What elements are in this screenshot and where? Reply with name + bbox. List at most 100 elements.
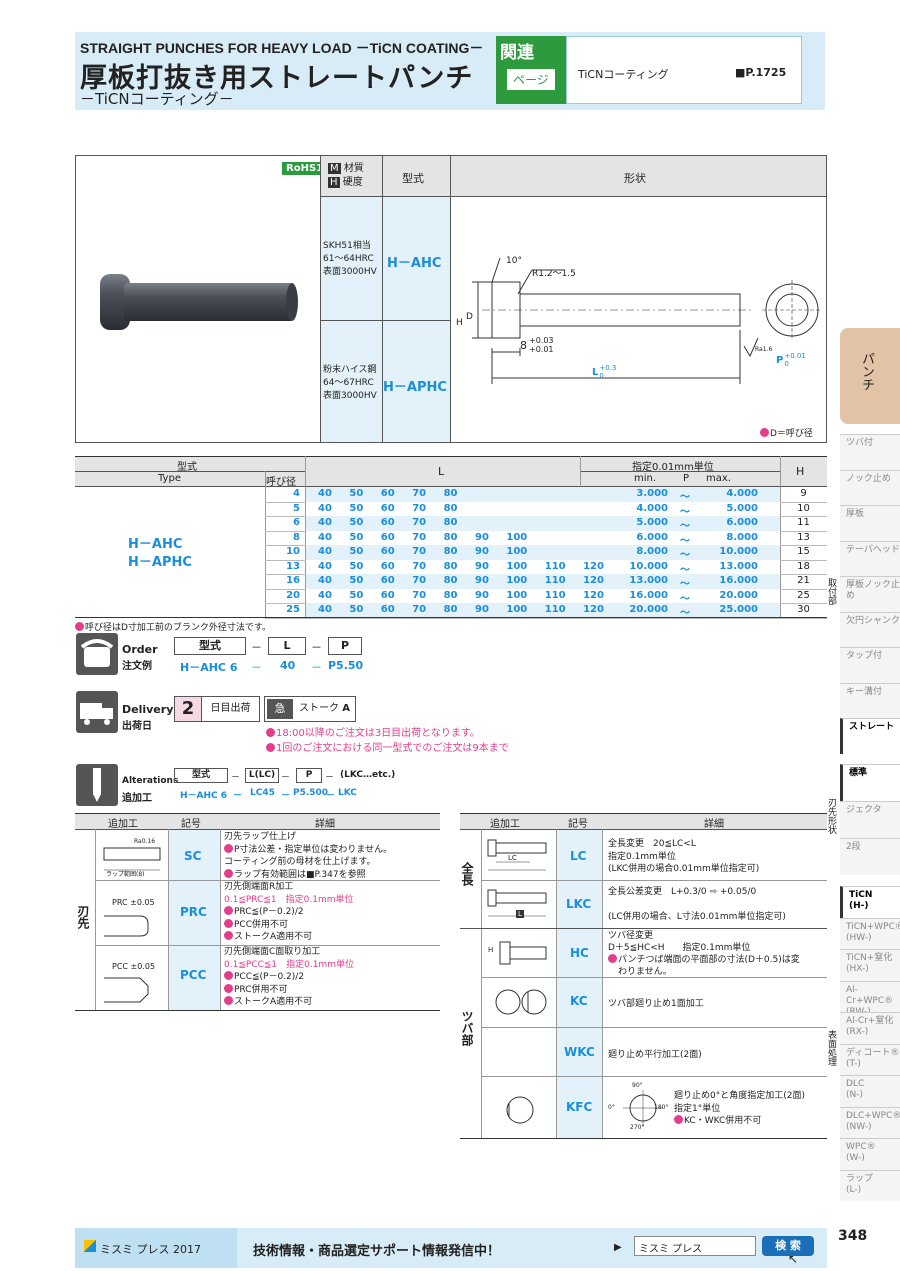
note-icon [75,622,84,631]
row-nominal: 6 [293,517,300,528]
row-h: 30 [797,604,810,615]
alt-left-code-bg [168,830,220,1010]
table-row [306,559,780,574]
h-line [481,880,827,881]
side-tab[interactable]: TiCN (H-) [840,886,900,918]
row-max: 13.000 [719,560,758,572]
kfc-180: 180° [654,1104,669,1111]
row-l-values: 40 50 60 70 80 90 100 [318,546,528,557]
side-tab[interactable]: ラップ (L-) [840,1169,900,1201]
th-min: min. [634,473,657,484]
table-row [306,574,780,589]
note-icon [224,906,233,915]
side-tab[interactable]: ストレート [840,718,900,754]
footer-search-input[interactable]: ミスミ プレス [634,1236,756,1256]
alt-code-kc[interactable]: KC [570,994,588,1008]
spec-note: D＝呼び径 [760,426,813,439]
side-tab[interactable]: テーパヘッド [840,540,900,576]
alt-code-pcc[interactable]: PCC [180,968,207,982]
side-main-label: パンチ [859,352,874,391]
alt-detail-wkc: 廻り止め平行加工(2面) [608,1050,702,1060]
order-dash4: － [311,661,322,674]
row-max: 16.000 [719,575,758,586]
alt-left-header-bg [75,813,440,829]
play-icon: ▶ [614,1242,622,1253]
alt-code-wkc[interactable]: WKC [564,1045,595,1059]
alt-code-prc[interactable]: PRC [180,905,207,919]
row-min: 10.000 [629,560,668,572]
table-row [306,530,780,545]
side-tab[interactable]: Al-Cr+WPC® (RW-) [840,980,900,1017]
v-line [450,156,451,442]
prc-fig-label: PRC ±0.05 [112,898,155,907]
h-line [460,928,827,929]
spec-row-1-type[interactable]: H－AHC [387,256,442,271]
alter-c1: 型式 [174,768,228,783]
row-max: 6.000 [726,517,758,528]
alt-code-hc[interactable]: HC [570,946,589,960]
h-line [481,1027,827,1028]
row-l-values: 40 50 60 70 80 [318,488,458,499]
side-tab[interactable]: WPC® (W-) [840,1138,900,1170]
alt-right-h1: 追加工 [490,819,520,830]
side-tab[interactable]: ディコート® (T-) [840,1043,900,1075]
alt-code-lkc[interactable]: LKC [566,897,592,911]
footer-search-button[interactable]: 検 索 [762,1236,814,1256]
th-type-en: Type [158,473,181,484]
kfc-90: 90° [632,1082,643,1089]
table-row [306,501,780,516]
side-tab[interactable]: DLC (N-) [840,1075,900,1107]
row-max: 10.000 [719,546,758,557]
side-tab[interactable]: 標準 [840,764,900,801]
order-c3: P [328,637,362,655]
alt-code-kfc[interactable]: KFC [566,1100,593,1114]
table-row [306,545,780,560]
x-icon [674,1115,683,1124]
side-tab[interactable]: 2段 [840,838,900,875]
side-main-tab[interactable] [840,328,900,424]
spec-matcol-bg [320,196,382,442]
related-page-link[interactable]: ■P.1725 [735,66,787,79]
side-tab[interactable]: Al-Cr+窒化 (RX-) [840,1012,900,1044]
note-icon [224,868,233,878]
dim-d: D [466,312,473,322]
side-tab[interactable]: DLC+WPC® (NW-) [840,1106,900,1138]
side-tab[interactable]: ジェクタ [840,801,900,838]
row-nominal: 4 [293,488,300,499]
row-tilde: ～ [680,535,690,547]
side-tab[interactable]: 厚板ノック止め [840,576,900,612]
row-l-values: 40 50 60 70 80 90 100 110 120 [318,589,604,601]
row-divider [265,617,827,619]
v-line [95,829,96,1010]
header-en-title: STRAIGHT PUNCHES FOR HEAVY LOAD －TiCN CO… [80,40,484,56]
side-tab[interactable]: ツバ付 [840,434,900,470]
product-photo [100,274,300,334]
related-item[interactable]: TiCNコーティング [578,68,669,81]
alt-code-sc[interactable]: SC [184,849,202,863]
side-tab[interactable]: TiCN+窒化 (HX-) [840,949,900,981]
h-line [75,813,440,814]
side-tab[interactable]: タップ付 [840,647,900,683]
lc-fig-label: LC [508,854,517,862]
side-tab[interactable]: 欠円シャンク [840,611,900,647]
side-tab[interactable]: ノック止め [840,469,900,505]
row-nominal: 10 [286,546,300,557]
row-nominal: 8 [293,531,300,543]
row-max: 25.000 [719,604,758,615]
footer-brand: ミスミ プレス 2017 [100,1243,201,1256]
hc-fig-label: H [488,946,494,954]
alter-c2: L(LC) [245,768,279,783]
side-tab[interactable]: 厚板 [840,505,900,541]
side-tab[interactable]: キー溝付 [840,682,900,718]
related-page-tag: ページ [506,68,556,91]
side-tab[interactable]: TiCN+WPC® (HW-) [840,917,900,949]
spec-row-2-type[interactable]: H－APHC [383,380,447,395]
book-icon: ■ [306,869,315,880]
truck-icon [76,691,118,733]
row-tilde: ～ [680,564,690,576]
alt-detail-sc: 刃先ラップ仕上げ P寸法公差・指定単位は変わりません。 コーティング前の母材を仕… [224,832,393,880]
alt-code-lc[interactable]: LC [570,849,587,863]
prc-figure [104,915,149,937]
